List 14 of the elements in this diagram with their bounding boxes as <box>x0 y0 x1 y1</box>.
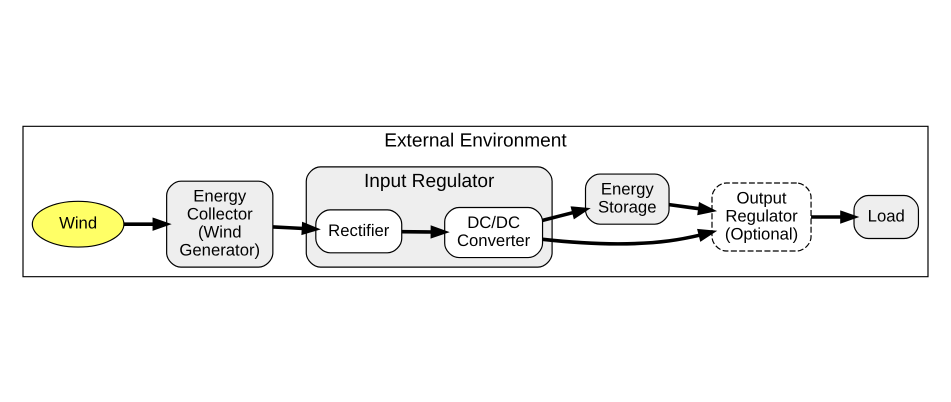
node-box: Load <box>853 194 920 239</box>
node-box: Energy Collector (Wind Generator) <box>166 180 274 268</box>
node-ellipse: Wind <box>32 200 124 248</box>
node-box: Energy Storage <box>584 172 670 224</box>
arrow <box>542 228 718 246</box>
arrow <box>124 216 172 230</box>
arrow <box>272 221 321 235</box>
arrow <box>811 210 860 224</box>
node-box: DC/DC Converter <box>444 206 544 258</box>
node-box: Output Regulator (Optional) <box>711 182 812 252</box>
arrow <box>542 206 591 222</box>
node-box: Rectifier <box>315 208 402 253</box>
arrow <box>668 201 718 215</box>
arrow <box>402 224 450 238</box>
